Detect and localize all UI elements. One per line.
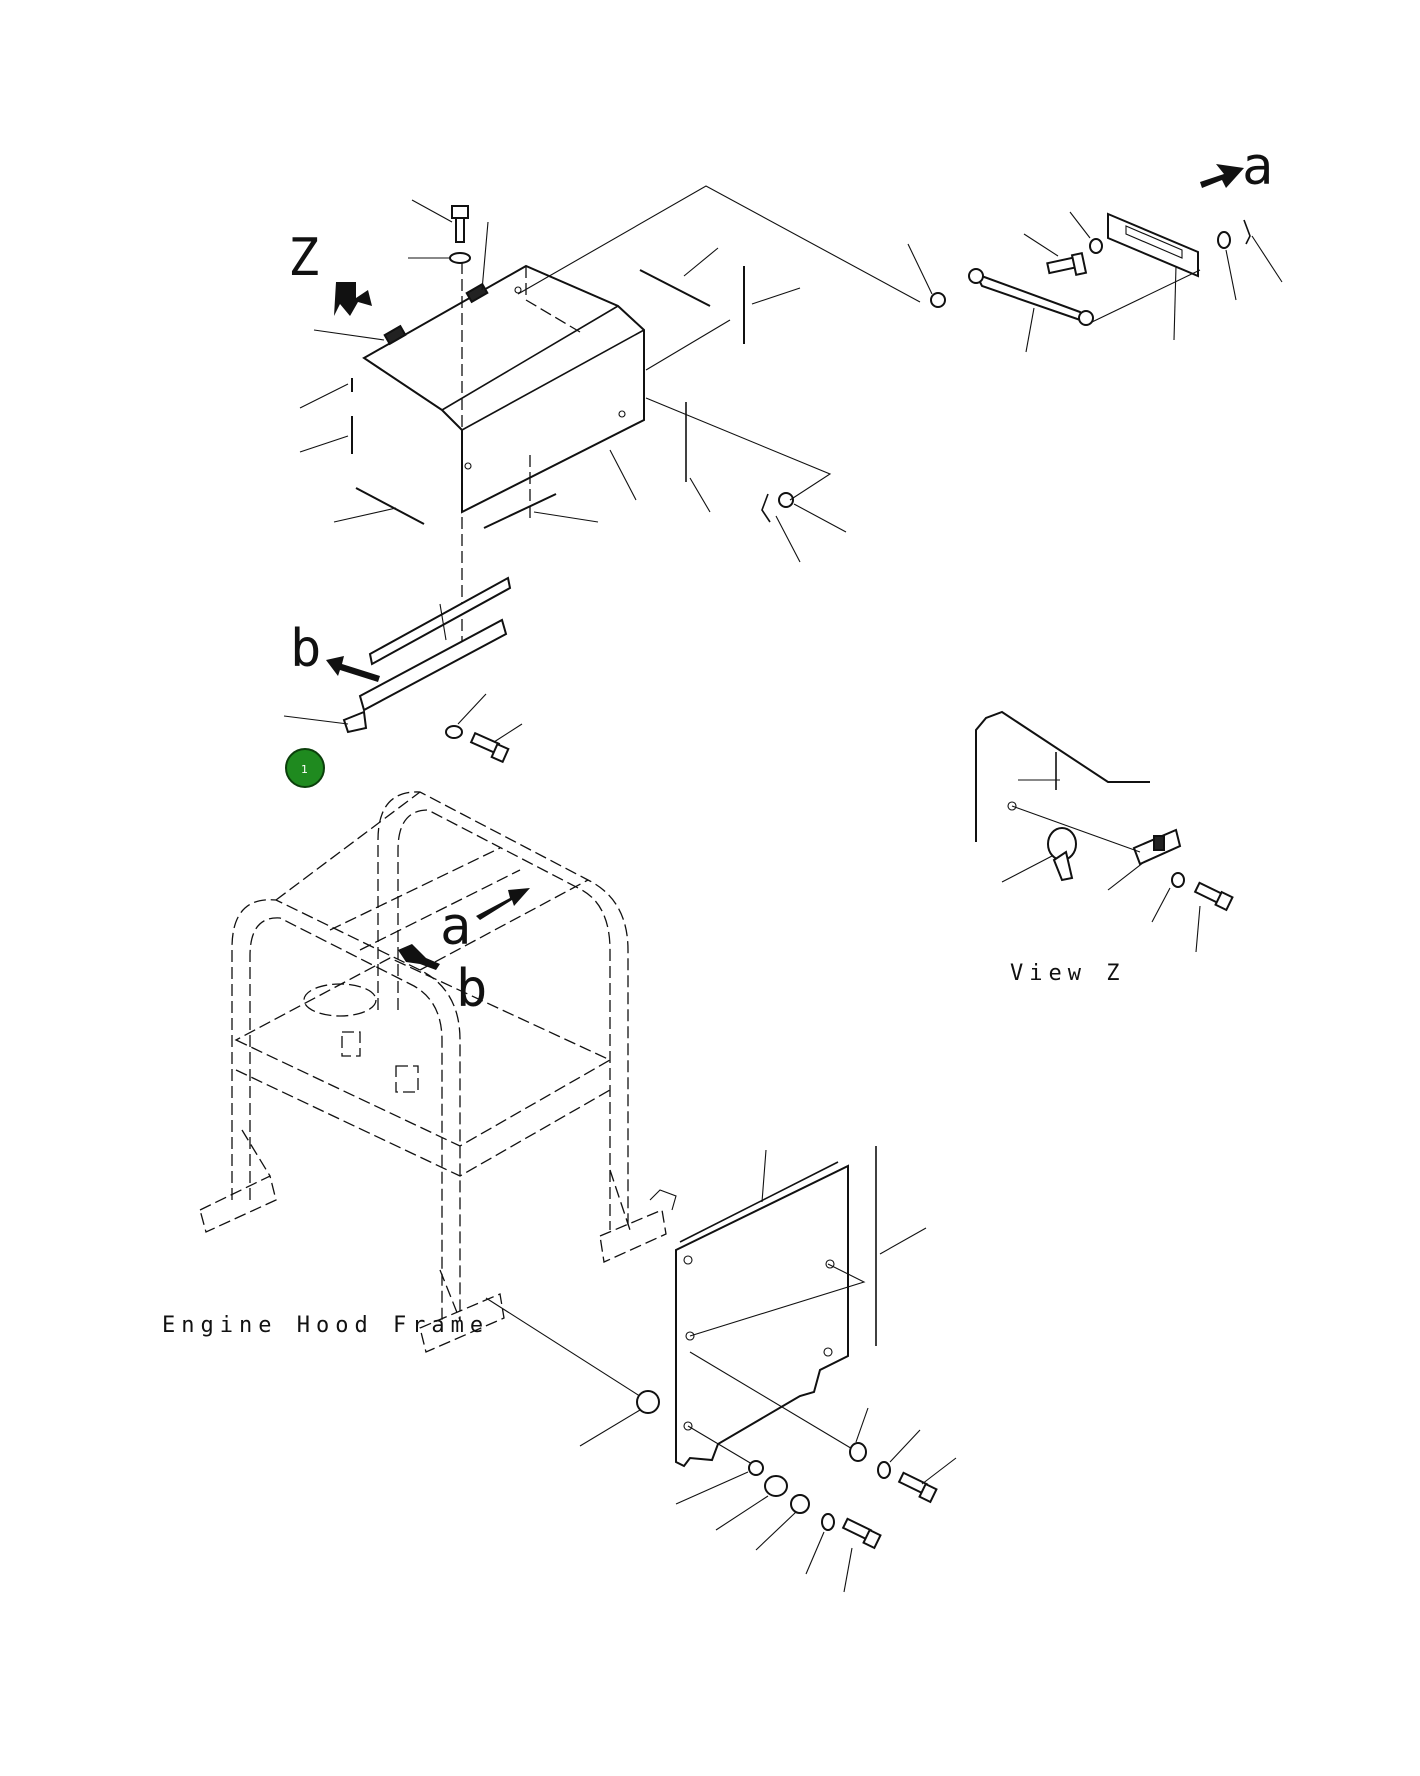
frame-caption: Engine Hood Frame: [162, 1313, 489, 1338]
side-panel: [675, 1164, 849, 1468]
ref-b-frame: b: [456, 959, 487, 1019]
bolt-icon: [1193, 881, 1234, 912]
ref-b-top: b: [290, 619, 321, 679]
washer-icon: [790, 1494, 810, 1514]
seal-strip: [483, 493, 557, 529]
bolt-icon: [897, 1471, 938, 1504]
badge-circle: [285, 748, 325, 788]
arrow-icon: [334, 282, 372, 316]
view-z-detail: View Z: [975, 710, 1234, 986]
washer-icon: [877, 1461, 891, 1479]
latch-rod: [968, 268, 1094, 326]
nut-icon: [778, 492, 794, 508]
washer-icon: [1171, 872, 1185, 888]
arrow-icon: [476, 888, 530, 920]
item-badge[interactable]: 1: [285, 748, 325, 788]
striker-plate: [1132, 828, 1182, 866]
hood-cover-assembly: Z: [283, 137, 1283, 764]
bushing-icon: [748, 1460, 764, 1476]
washer-icon: [849, 1442, 867, 1462]
arrow-icon: [326, 656, 380, 682]
bolt-icon: [469, 731, 510, 764]
seal-strip: [355, 487, 425, 525]
washer-icon: [930, 292, 946, 308]
clip-icon: [761, 493, 771, 523]
washer-icon: [821, 1513, 835, 1531]
latch-icon: [1047, 827, 1077, 882]
washer-icon: [1089, 238, 1103, 254]
seal-strip: [639, 269, 711, 307]
arrow-icon: [1200, 164, 1244, 188]
washer-icon: [445, 725, 463, 739]
washer-icon: [449, 252, 471, 264]
hinge-rail: [358, 618, 508, 712]
bolt-icon: [841, 1517, 882, 1550]
side-panel-assembly: [485, 1146, 957, 1593]
ref-a-frame: a: [440, 897, 471, 957]
latch-plate: [1107, 212, 1199, 278]
engine-hood-frame: a b Engine Hood Frame: [162, 791, 677, 1353]
washer-icon: [1217, 231, 1231, 249]
bolt-icon: [1046, 251, 1088, 277]
washer-icon: [764, 1475, 788, 1497]
bolt-icon: [451, 205, 469, 243]
washer-icon: [636, 1390, 660, 1414]
ref-a-top: a: [1242, 137, 1273, 197]
view-z-caption: View Z: [1010, 961, 1125, 986]
pin-icon: [1243, 219, 1251, 245]
arrow-icon: [398, 944, 440, 970]
hood-cover: [362, 264, 645, 520]
view-z-marker: Z: [288, 228, 319, 288]
lower-rail: [368, 576, 512, 666]
badge-number: 1: [301, 763, 308, 776]
bracket-b: [342, 710, 368, 734]
